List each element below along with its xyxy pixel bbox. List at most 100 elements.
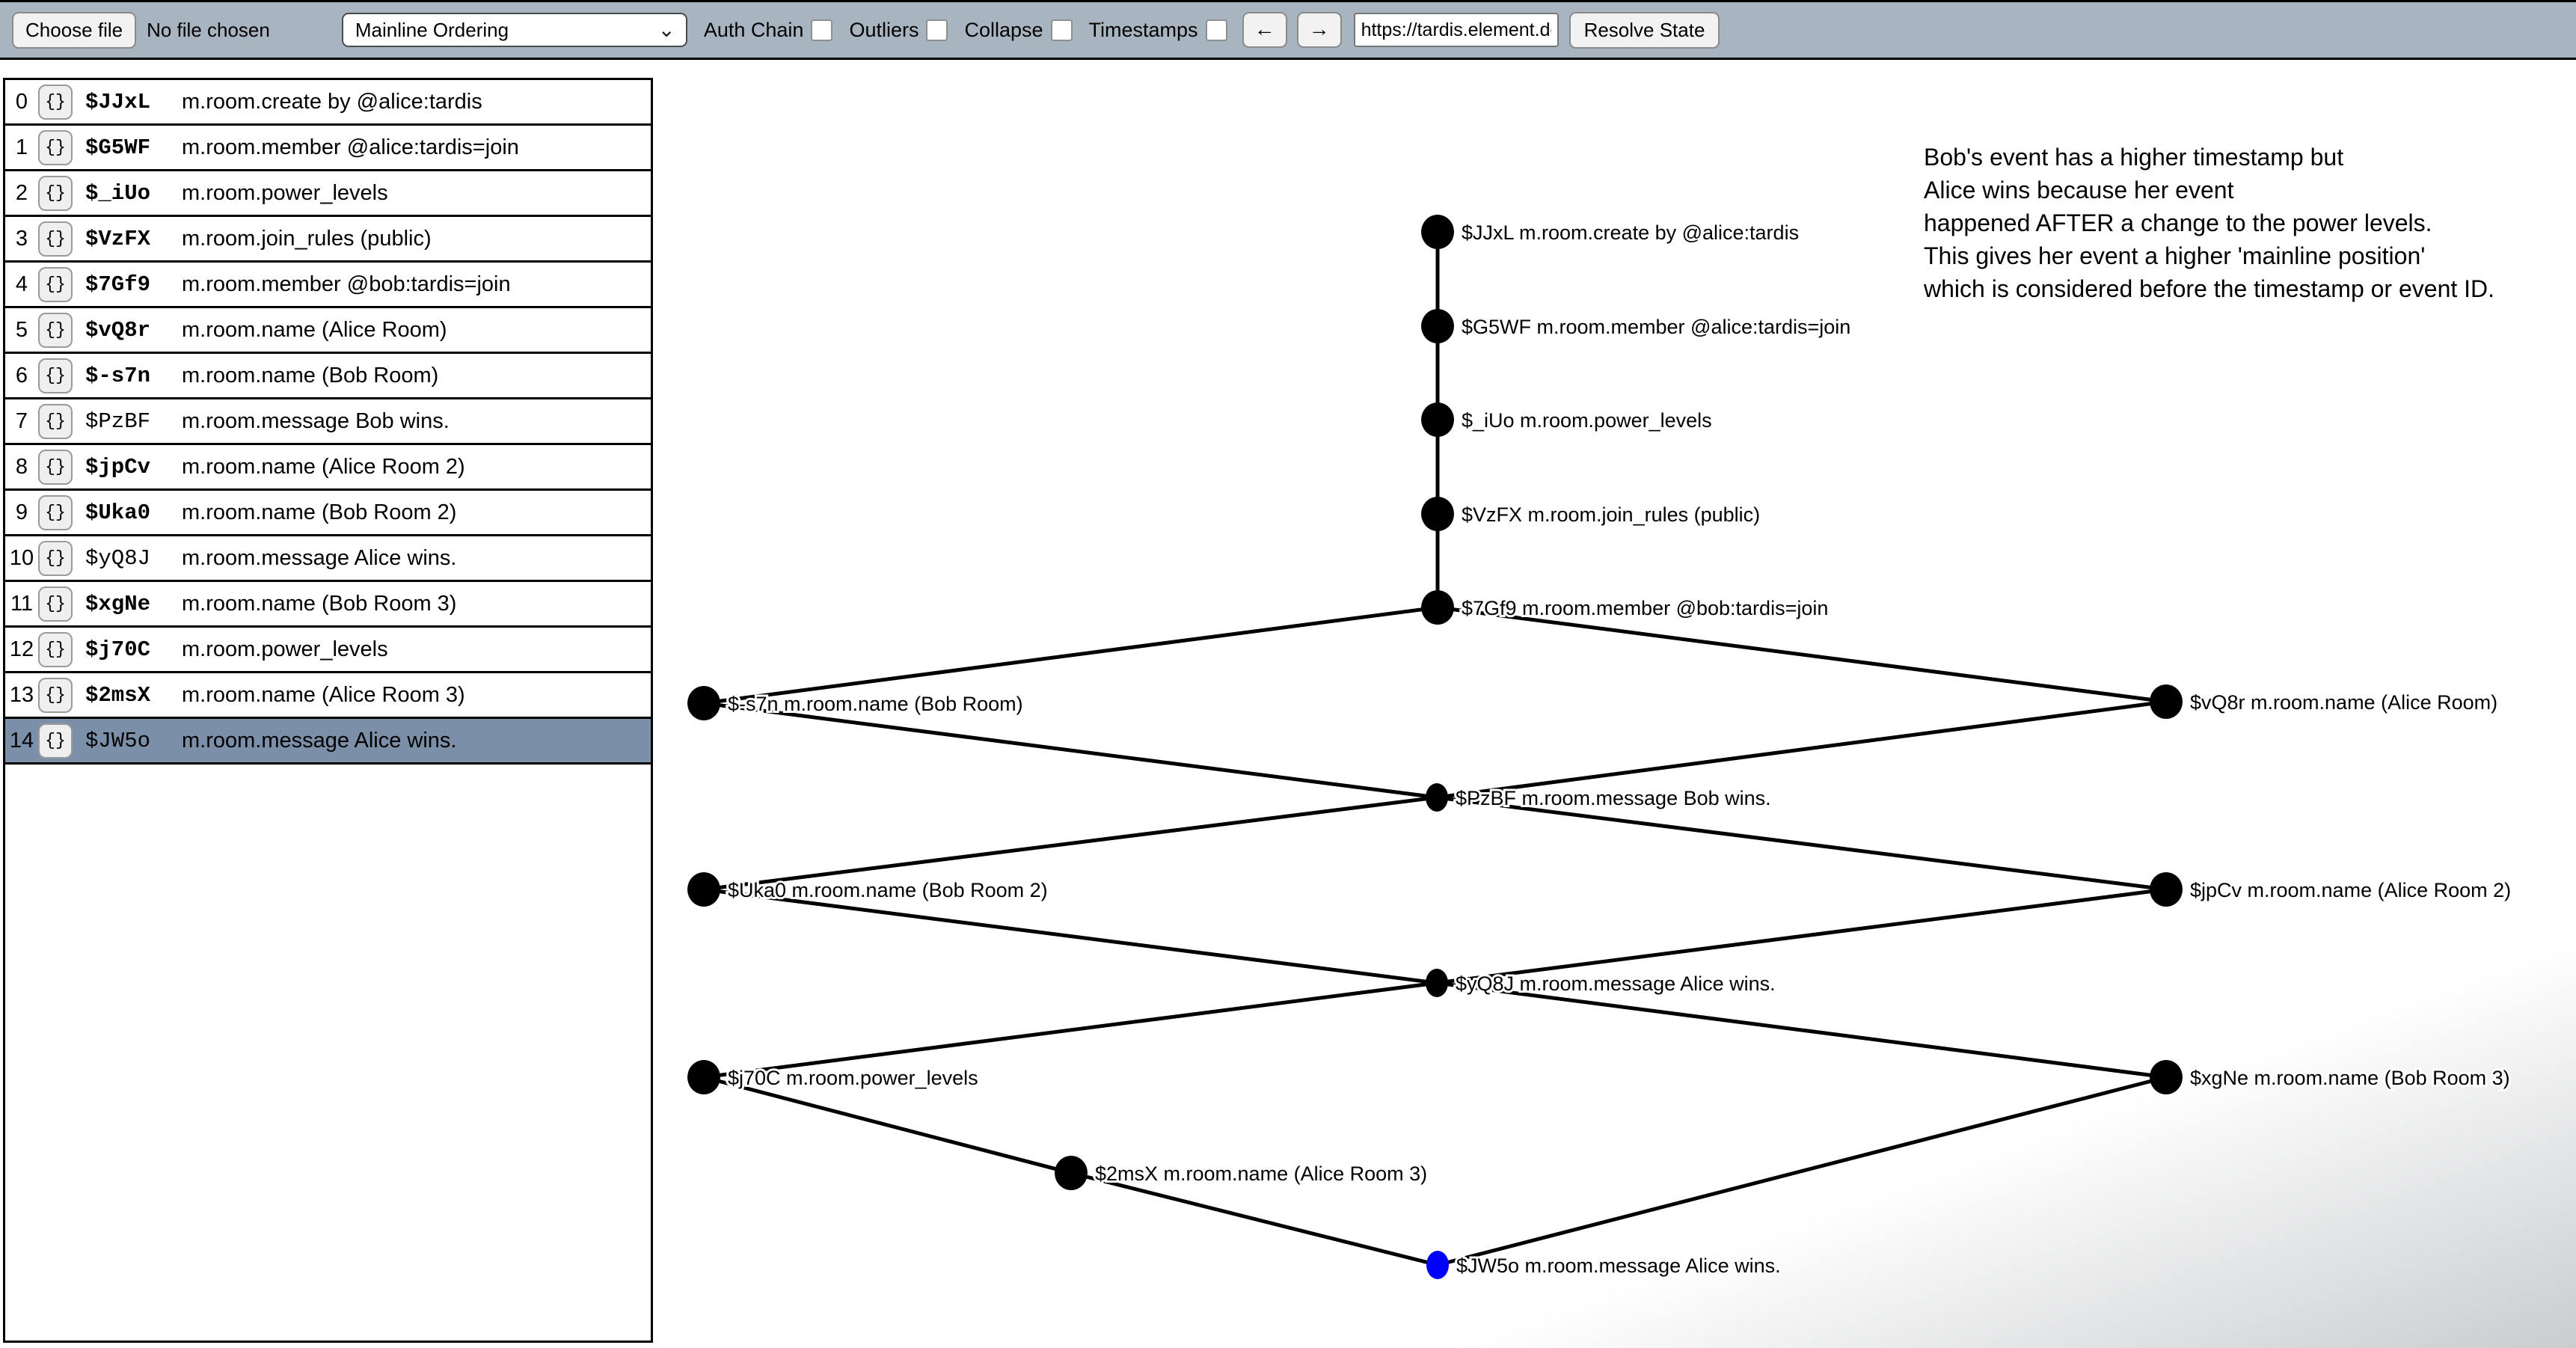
event-description: m.room.message Alice wins. <box>182 545 457 570</box>
timestamps-checkbox[interactable] <box>1205 19 1227 41</box>
event-id: $vQ8r <box>85 317 151 343</box>
graph-node-jpCv[interactable] <box>2150 872 2183 907</box>
forward-button[interactable]: → <box>1296 12 1342 48</box>
event-description: m.room.name (Alice Room) <box>182 317 447 342</box>
resolve-state-button[interactable]: Resolve State <box>1568 11 1720 49</box>
collapse-checkbox[interactable] <box>1050 19 1073 41</box>
event-json-button[interactable]: {} <box>38 631 73 667</box>
event-id: $-s7n <box>85 363 151 388</box>
chevron-down-icon: ⌄ <box>657 18 675 41</box>
event-json-button[interactable]: {} <box>38 494 73 530</box>
graph-node-s7n[interactable] <box>687 686 720 720</box>
event-json-button[interactable]: {} <box>38 449 73 485</box>
back-button[interactable]: ← <box>1242 12 1287 48</box>
event-index: 7 <box>15 408 28 433</box>
event-description: m.room.member @bob:tardis=join <box>182 272 511 296</box>
event-json-button[interactable]: {} <box>38 586 73 622</box>
event-list-row[interactable]: 0 {} $JJxL m.room.create by @alice:tardis <box>5 80 651 126</box>
graph-node-label: $xgNe m.room.name (Bob Room 3) <box>2190 1067 2510 1089</box>
event-index: 0 <box>15 89 28 114</box>
graph-node-label: $JW5o m.room.message Alice wins. <box>1456 1254 1781 1277</box>
event-id: $Uka0 <box>85 500 151 525</box>
graph-edge <box>703 701 1438 800</box>
event-id: $yQ8J <box>85 545 151 571</box>
annotation-line: which is considered before the timestamp… <box>1924 275 2495 302</box>
outliers-checkbox[interactable] <box>926 19 948 41</box>
auth-chain-checkbox[interactable] <box>811 19 833 41</box>
event-description: m.room.join_rules (public) <box>182 226 432 251</box>
graph-node-G5WF[interactable] <box>1421 309 1454 343</box>
graph-node-label: $7Gf9 m.room.member @bob:tardis=join <box>1462 597 1828 619</box>
event-id: $j70C <box>85 637 151 662</box>
event-json-button[interactable]: {} <box>38 403 73 439</box>
graph-node-JJxL[interactable] <box>1421 215 1454 249</box>
choose-file-button[interactable]: Choose file <box>12 11 137 49</box>
event-index: 14 <box>9 728 34 753</box>
event-json-button[interactable]: {} <box>38 540 73 576</box>
event-json-button[interactable]: {} <box>38 266 73 302</box>
graph-node-VzFX[interactable] <box>1421 497 1454 531</box>
graph-edge <box>1070 1171 1438 1267</box>
graph-node-vQ8r[interactable] <box>2150 684 2183 719</box>
graph-node-JW5o[interactable] <box>1426 1251 1449 1279</box>
annotation-line: Bob's event has a higher timestamp but <box>1924 144 2344 171</box>
graph-node-xgNe[interactable] <box>2150 1060 2183 1094</box>
event-json-button[interactable]: {} <box>38 129 73 165</box>
url-input[interactable] <box>1353 13 1559 47</box>
graph-node-label: $VzFX m.room.join_rules (public) <box>1462 503 1760 526</box>
graph-node-2msX[interactable] <box>1055 1156 1088 1190</box>
event-index: 1 <box>15 135 28 159</box>
graph-node-label: $Uka0 m.room.name (Bob Room 2) <box>728 879 1048 901</box>
event-id: $JJxL <box>85 89 151 114</box>
event-id: $PzBF <box>85 408 151 434</box>
event-description: m.room.name (Alice Room 3) <box>182 682 465 707</box>
event-json-button[interactable]: {} <box>38 84 73 120</box>
graph-edge <box>1436 795 2167 892</box>
event-list-row[interactable]: 13{} $2msX m.room.name (Alice Room 3) <box>5 673 651 719</box>
graph-node-iUo[interactable] <box>1421 402 1454 437</box>
graph-edge <box>1437 605 2167 704</box>
event-index: 13 <box>9 682 34 707</box>
graph-node-Uka0[interactable] <box>687 872 720 907</box>
event-json-button[interactable]: {} <box>38 723 73 759</box>
event-json-button[interactable]: {} <box>38 175 73 211</box>
event-json-button[interactable]: {} <box>38 677 73 713</box>
annotation-line: This gives her event a higher 'mainline … <box>1924 242 2426 269</box>
graph-node-label: $vQ8r m.room.name (Alice Room) <box>2190 691 2497 714</box>
graph-node-label: $JJxL m.room.create by @alice:tardis <box>1462 221 1799 244</box>
event-json-button[interactable]: {} <box>38 221 73 257</box>
graph-node-PzBF[interactable] <box>1426 783 1448 812</box>
graph-node-label: $G5WF m.room.member @alice:tardis=join <box>1462 316 1850 338</box>
graph-node-7Gf9[interactable] <box>1421 590 1454 625</box>
graph-node-label: $yQ8J m.room.message Alice wins. <box>1456 972 1776 995</box>
event-id: $2msX <box>85 682 151 708</box>
annotation-line: happened AFTER a change to the power lev… <box>1924 209 2432 236</box>
graph-node-label: $jpCv m.room.name (Alice Room 2) <box>2190 879 2511 901</box>
event-json-button[interactable]: {} <box>38 358 73 393</box>
event-id: $G5WF <box>85 135 151 160</box>
event-id: $VzFX <box>85 226 151 251</box>
graph-node-j70C[interactable] <box>687 1060 720 1094</box>
event-list-row[interactable]: 7 {} $PzBF m.room.message Bob wins. <box>5 399 651 445</box>
event-description: m.room.create by @alice:tardis <box>182 89 482 114</box>
graph-node-label: $2msX m.room.name (Alice Room 3) <box>1095 1162 1427 1185</box>
graph-node-yQ8J[interactable] <box>1426 969 1448 997</box>
ordering-select[interactable]: Mainline Ordering ⌄ <box>341 13 687 47</box>
event-description: m.room.message Bob wins. <box>182 408 450 433</box>
event-index: 12 <box>9 637 34 661</box>
event-description: m.room.name (Bob Room 3) <box>182 591 457 616</box>
event-json-button[interactable]: {} <box>38 312 73 348</box>
